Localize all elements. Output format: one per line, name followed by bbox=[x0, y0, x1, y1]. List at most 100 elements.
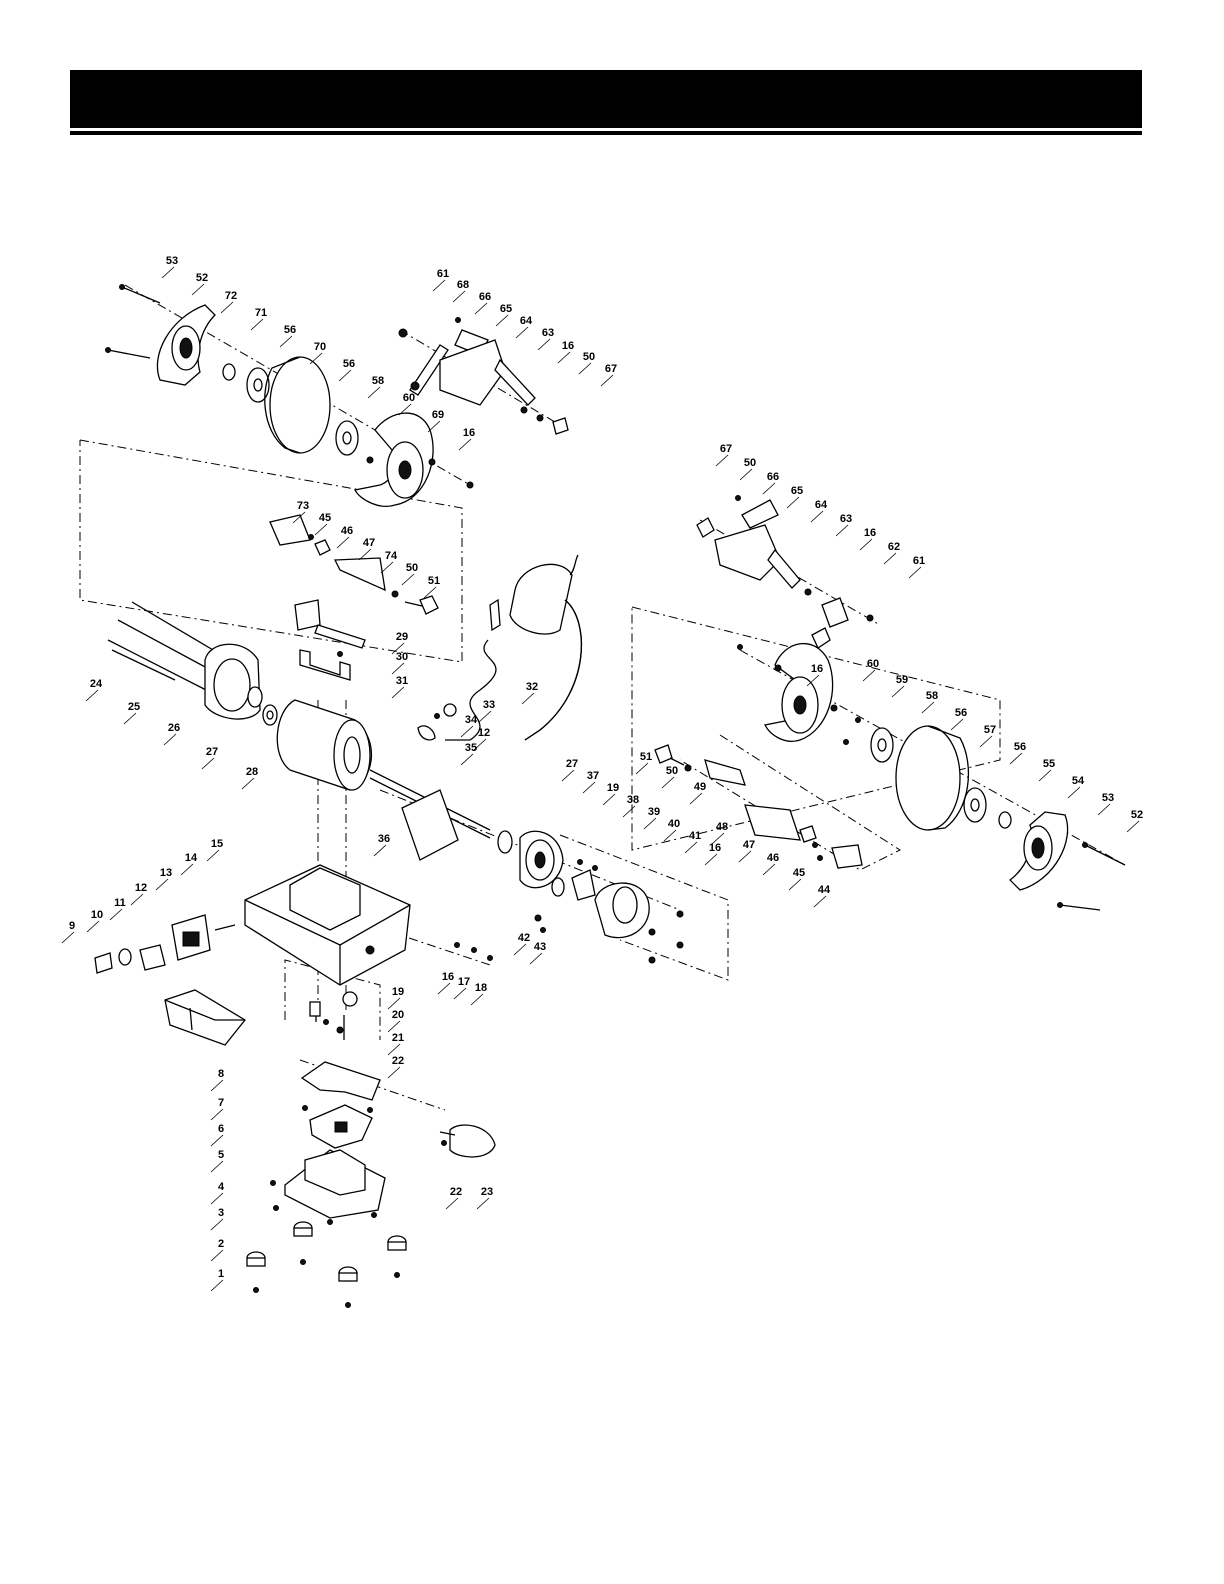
part-label: 54 bbox=[1072, 775, 1085, 787]
label-leader-line bbox=[562, 770, 574, 781]
part-label: 32 bbox=[526, 681, 538, 693]
part-label: 65 bbox=[791, 485, 803, 497]
label-leader-line bbox=[601, 375, 613, 386]
part-label: 52 bbox=[196, 272, 208, 284]
part-label: 12 bbox=[478, 727, 490, 739]
label-leader-line bbox=[662, 777, 674, 788]
part-label: 56 bbox=[284, 324, 296, 336]
part-label: 9 bbox=[69, 920, 75, 932]
part-label: 44 bbox=[818, 884, 831, 896]
label-leader-line bbox=[685, 842, 697, 853]
label-leader-line bbox=[388, 998, 400, 1009]
part-label: 63 bbox=[542, 327, 554, 339]
part-label: 47 bbox=[743, 839, 755, 851]
part-label: 51 bbox=[428, 575, 440, 587]
label-leader-line bbox=[392, 663, 404, 674]
label-leader-line bbox=[202, 758, 214, 769]
part-label: 60 bbox=[867, 658, 879, 670]
label-leader-line bbox=[86, 690, 98, 701]
label-leader-line bbox=[814, 896, 826, 907]
label-leader-line bbox=[1039, 770, 1051, 781]
label-leader-line bbox=[454, 988, 466, 999]
part-label: 31 bbox=[396, 675, 408, 687]
part-label: 53 bbox=[1102, 792, 1114, 804]
label-leader-line bbox=[428, 421, 440, 432]
part-label: 23 bbox=[481, 1186, 493, 1198]
part-label: 16 bbox=[463, 427, 475, 439]
label-leader-line bbox=[192, 284, 204, 295]
label-leader-line bbox=[211, 1135, 223, 1146]
part-label: 19 bbox=[392, 986, 404, 998]
part-label: 51 bbox=[640, 751, 652, 763]
part-label: 63 bbox=[840, 513, 852, 525]
part-label: 46 bbox=[767, 852, 779, 864]
label-leader-line bbox=[909, 567, 921, 578]
label-leader-line bbox=[884, 553, 896, 564]
label-leader-line bbox=[739, 851, 751, 862]
part-label: 38 bbox=[627, 794, 639, 806]
label-leader-line bbox=[787, 497, 799, 508]
base-assembly bbox=[95, 865, 493, 1040]
label-leader-line bbox=[337, 537, 349, 548]
part-label: 3 bbox=[218, 1207, 224, 1219]
label-leader-line bbox=[388, 1044, 400, 1055]
label-leader-line bbox=[583, 782, 595, 793]
part-label: 39 bbox=[648, 806, 660, 818]
part-label: 45 bbox=[793, 867, 805, 879]
part-label: 26 bbox=[168, 722, 180, 734]
part-label: 28 bbox=[246, 766, 258, 778]
part-label: 65 bbox=[500, 303, 512, 315]
label-leader-line bbox=[211, 1250, 223, 1261]
part-label: 66 bbox=[479, 291, 491, 303]
label-leader-line bbox=[1098, 804, 1110, 815]
part-label: 50 bbox=[744, 457, 756, 469]
part-label: 10 bbox=[91, 909, 103, 921]
label-leader-line bbox=[211, 1219, 223, 1230]
label-leader-line bbox=[836, 525, 848, 536]
part-label: 53 bbox=[166, 255, 178, 267]
label-leader-line bbox=[211, 1161, 223, 1172]
label-leader-line bbox=[530, 953, 542, 964]
label-leader-line bbox=[811, 511, 823, 522]
bottom-assembly bbox=[247, 1062, 495, 1308]
part-label: 35 bbox=[465, 742, 477, 754]
part-label: 56 bbox=[1014, 741, 1026, 753]
label-leader-line bbox=[461, 754, 473, 765]
label-leader-line bbox=[623, 806, 635, 817]
part-label: 4 bbox=[218, 1181, 225, 1193]
part-label: 57 bbox=[984, 724, 996, 736]
label-leader-line bbox=[392, 687, 404, 698]
label-leader-line bbox=[496, 315, 508, 326]
label-leader-line bbox=[705, 854, 717, 865]
part-label: 74 bbox=[385, 550, 398, 562]
tool-tray bbox=[165, 990, 245, 1045]
part-label: 6 bbox=[218, 1123, 224, 1135]
part-label: 67 bbox=[605, 363, 617, 375]
part-label: 66 bbox=[767, 471, 779, 483]
part-label: 16 bbox=[811, 663, 823, 675]
label-leader-line bbox=[242, 778, 254, 789]
label-leader-line bbox=[87, 921, 99, 932]
part-label: 16 bbox=[864, 527, 876, 539]
part-label: 67 bbox=[720, 443, 732, 455]
part-label: 50 bbox=[666, 765, 678, 777]
label-leader-line bbox=[402, 574, 414, 585]
label-leader-line bbox=[315, 524, 327, 535]
part-label: 55 bbox=[1043, 758, 1055, 770]
label-leader-line bbox=[558, 352, 570, 363]
label-leader-line bbox=[446, 1198, 458, 1209]
part-label: 2 bbox=[218, 1238, 224, 1250]
label-leader-line bbox=[164, 734, 176, 745]
part-label: 22 bbox=[450, 1186, 462, 1198]
part-label: 41 bbox=[689, 830, 701, 842]
label-leader-line bbox=[475, 303, 487, 314]
part-label: 18 bbox=[475, 982, 487, 994]
part-label: 16 bbox=[709, 842, 721, 854]
label-leader-line bbox=[381, 562, 393, 573]
label-leader-line bbox=[461, 726, 473, 737]
part-label: 64 bbox=[815, 499, 828, 511]
part-label: 5 bbox=[218, 1149, 224, 1161]
part-label: 73 bbox=[297, 500, 309, 512]
label-leader-line bbox=[1010, 753, 1022, 764]
label-leader-line bbox=[339, 370, 351, 381]
